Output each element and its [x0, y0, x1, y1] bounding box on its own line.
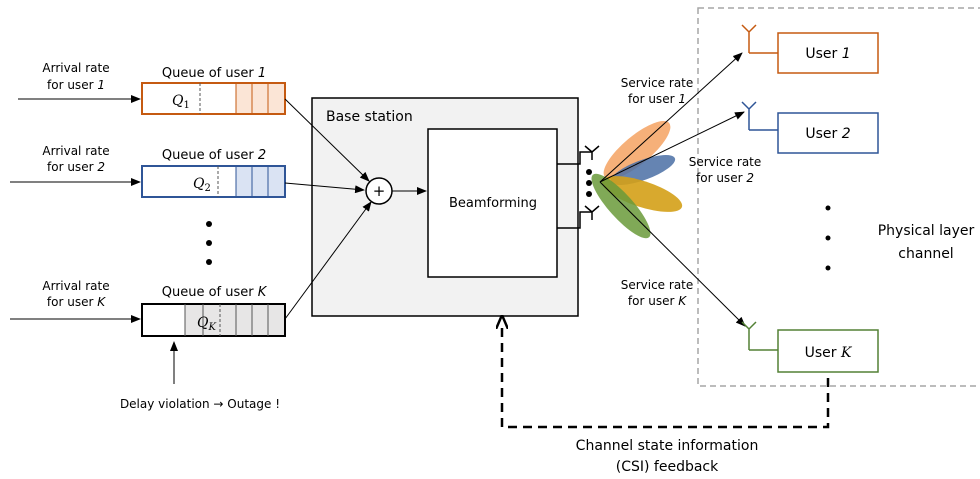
beamforming-block [427, 128, 558, 278]
queue-symbol-2: Q2 [193, 176, 211, 194]
beam-extra [601, 176, 683, 212]
queue-user-2: Q2 [141, 165, 286, 198]
beam-pattern [591, 120, 683, 239]
queue2-to-adder-arrow [284, 182, 365, 194]
arrival-label-line1: Arrival rate [42, 279, 109, 293]
queue-title-1: Queue of user 1 [162, 66, 266, 81]
antenna-icon [741, 321, 757, 350]
user-label-2: User 2 [805, 126, 850, 142]
service-arrow-K [599, 181, 746, 327]
arrival-label-line2: for user K [47, 295, 106, 309]
svg-text:Service rate: Service rate [621, 278, 694, 292]
arrival-label-line1: Arrival rate [42, 61, 109, 75]
arrival-label-line2: for user 1 [47, 78, 105, 92]
user-ellipsis [825, 205, 831, 271]
svg-text:for user 2: for user 2 [696, 171, 754, 185]
svg-text:for user 1: for user 1 [628, 92, 686, 106]
arrival-user-K: Arrival rate for user K [10, 279, 141, 323]
adder-node: + [365, 177, 393, 205]
queue-user-1: Q1 [141, 82, 286, 115]
physical-layer-region [697, 7, 980, 387]
arrival-label-line2: for user 2 [47, 160, 105, 174]
antenna-icon [741, 24, 757, 53]
beam-user-K [591, 173, 651, 239]
user-terminal-1: User 1 [741, 24, 879, 74]
queueK-to-adder-arrow [284, 201, 372, 320]
beam-user-1 [603, 120, 671, 180]
queue-ellipsis [206, 221, 212, 265]
queue-title-K: Queue of user K [162, 285, 268, 300]
channel-label-line1: Physical layer [878, 223, 975, 239]
queue1-to-adder-arrow [284, 98, 370, 182]
user-label-1: User 1 [805, 46, 850, 62]
arrival-label-line1: Arrival rate [42, 144, 109, 158]
antenna-icon [584, 145, 600, 160]
service-arrow-2 [599, 111, 745, 183]
user-terminal-K: User K [741, 321, 879, 373]
channel-label-line2: channel [898, 246, 953, 262]
beamforming-label: Beamforming [449, 196, 537, 211]
service-label-1: Service rate for user 1 [621, 76, 694, 106]
antenna-icon [584, 205, 600, 220]
service-arrow-1 [599, 52, 743, 183]
queue-symbol-1: Q1 [172, 93, 190, 111]
queue-title-2: Queue of user 2 [162, 148, 266, 163]
queue-user-K: QK [141, 303, 286, 337]
user-label-K: User K [805, 345, 853, 361]
user-terminal-2: User 2 [741, 101, 879, 154]
csi-feedback-path [502, 322, 830, 429]
svg-text:for user K: for user K [628, 294, 687, 308]
arrival-user-1: Arrival rate for user 1 [18, 61, 141, 103]
bs-antenna-array [557, 145, 600, 229]
csi-label-line1: Channel state information [576, 438, 759, 454]
arrival-user-2: Arrival rate for user 2 [10, 144, 141, 186]
antenna-icon [741, 101, 757, 130]
base-station-label: Base station [326, 109, 413, 125]
service-label-2: Service rate for user 2 [689, 155, 762, 185]
svg-text:Service rate: Service rate [689, 155, 762, 169]
service-label-K: Service rate for user K [621, 278, 694, 308]
adder-symbol: + [373, 182, 386, 200]
delay-violation-label: Delay violation → Outage ! [120, 397, 280, 411]
queue-symbol-K: QK [197, 315, 216, 333]
csi-label-line2: (CSI) feedback [616, 459, 719, 475]
svg-text:Service rate: Service rate [621, 76, 694, 90]
